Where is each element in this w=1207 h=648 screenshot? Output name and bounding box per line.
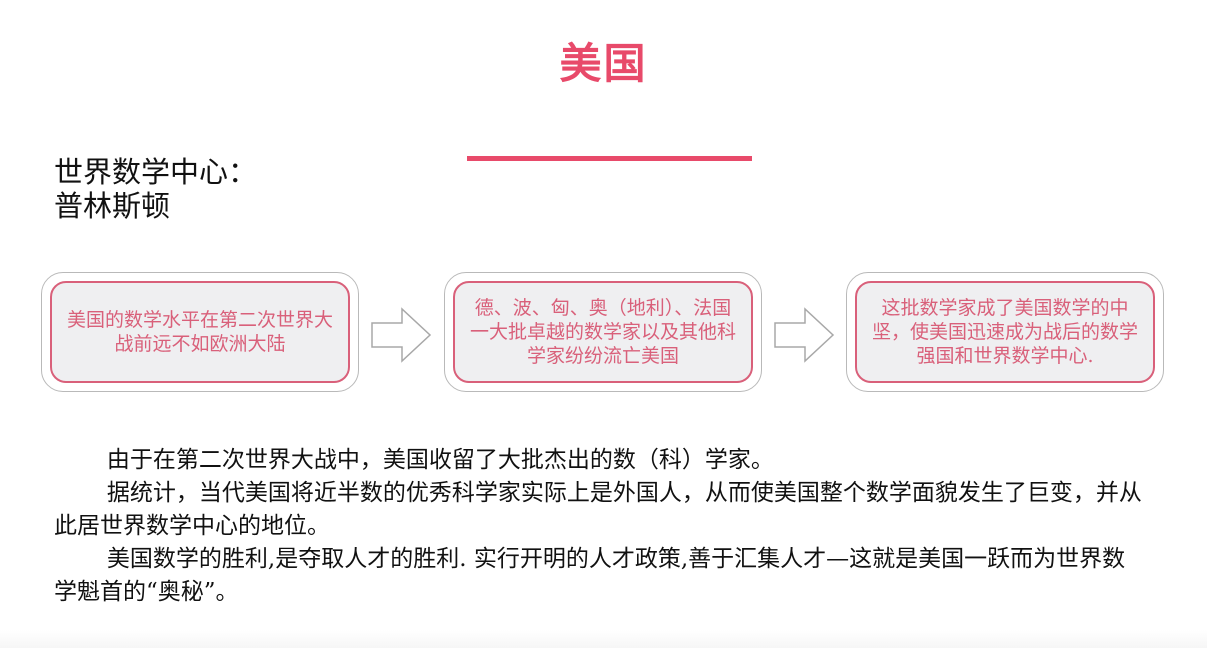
arrow-right-icon xyxy=(774,307,835,363)
flow-step-text: 德、波、匈、奥（地利）、法国一大批卓越的数学家以及其他科学家纷纷流亡美国 xyxy=(453,281,753,383)
slide-title: 美国 xyxy=(559,39,648,88)
title-underline xyxy=(467,156,752,161)
footer-shade xyxy=(0,630,1207,648)
subtitle-line: 普林斯顿 xyxy=(54,189,171,223)
subtitle-line: 世界数学中心： xyxy=(54,155,258,189)
flow-step-text: 美国的数学水平在第二次世界大战前远不如欧洲大陆 xyxy=(50,281,350,383)
flow-step-1: 美国的数学水平在第二次世界大战前远不如欧洲大陆 xyxy=(41,272,359,392)
paragraph: 美国数学的胜利,是夺取人才的胜利. 实行开明的人才政策,善于汇集人才—这就是美国… xyxy=(54,546,1126,605)
flow-step-2: 德、波、匈、奥（地利）、法国一大批卓越的数学家以及其他科学家纷纷流亡美国 xyxy=(444,272,762,392)
flow-step-3: 这批数学家成了美国数学的中坚，使美国迅速成为战后的数学强国和世界数学中心. xyxy=(846,272,1164,392)
flow-step-text: 这批数学家成了美国数学的中坚，使美国迅速成为战后的数学强国和世界数学中心. xyxy=(855,281,1155,383)
paragraph: 由于在第二次世界大战中，美国收留了大批杰出的数（科）学家。 xyxy=(106,447,774,473)
subtitle: 世界数学中心： 普林斯顿 xyxy=(54,155,257,223)
arrow-right-icon xyxy=(371,307,432,363)
paragraph: 据统计，当代美国将近半数的优秀科学家实际上是外国人，从而使美国整个数学面貌发生了… xyxy=(54,480,1142,539)
body-text: 由于在第二次世界大战中，美国收留了大批杰出的数（科）学家。 据统计，当代美国将近… xyxy=(54,444,1144,609)
